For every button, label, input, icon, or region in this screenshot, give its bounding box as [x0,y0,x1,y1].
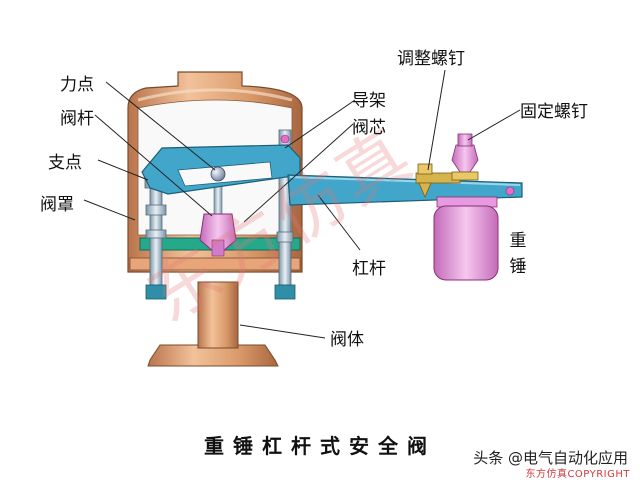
valve-body [147,281,279,367]
label-weight-char-2: 锤 [509,257,527,277]
label-fix-screw: 固定螺钉 [520,102,588,122]
valve-core [199,213,237,257]
label-valve-body: 阀体 [330,330,364,350]
leader-lines [83,69,521,339]
label-valve-core: 阀芯 [352,118,386,138]
label-valve-cover: 阀罩 [40,195,74,215]
label-guide-frame: 导架 [352,91,386,111]
weight [433,196,499,281]
label-fulcrum: 支点 [48,153,82,173]
label-weight: 重 锤 [508,228,528,280]
label-force-point: 力点 [60,75,94,95]
label-weight-char-1: 重 [509,231,527,251]
diagram-caption: 重锤杠杆式安全阀 [204,434,436,458]
source-credit: 头条 @电气自动化应用 [473,449,628,467]
copyright-notice: 东方仿真COPYRIGHT [525,469,630,480]
force-point-ball [210,166,226,182]
fix-screw [451,133,479,181]
label-lever: 杠杆 [352,259,386,279]
label-valve-stem: 阀杆 [60,109,94,129]
label-adjust-screw: 调整螺钉 [397,49,465,69]
